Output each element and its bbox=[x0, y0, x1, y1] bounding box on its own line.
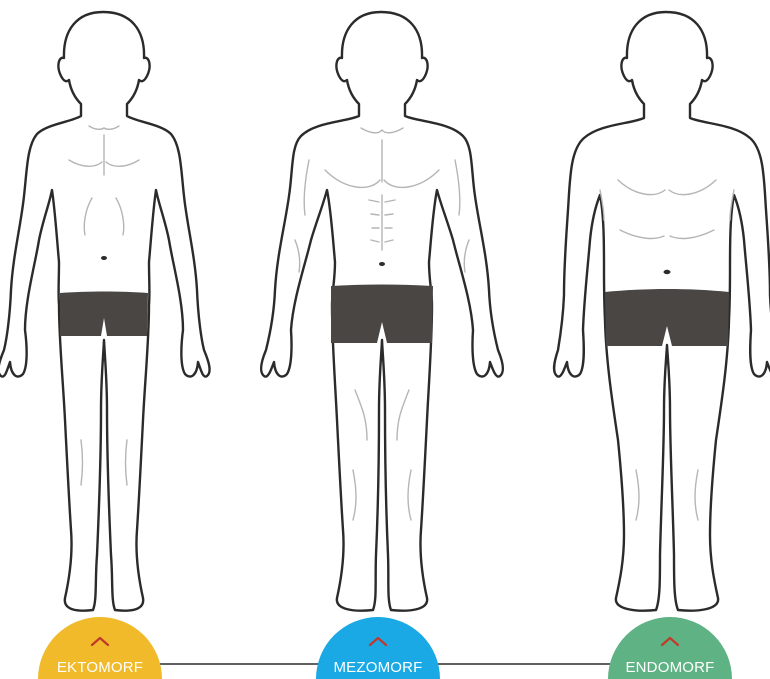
selector-endomorf[interactable]: ENDOMORF bbox=[608, 617, 732, 679]
selector-ektomorf[interactable]: EKTOMORF bbox=[38, 617, 162, 679]
figure-ektomorf-navel bbox=[101, 256, 107, 260]
figure-endomorf bbox=[554, 12, 770, 611]
figure-ektomorf bbox=[0, 12, 210, 611]
figure-mezomorf-navel bbox=[379, 262, 385, 266]
figure-mezomorf bbox=[261, 12, 503, 611]
selector-ektomorf-label: EKTOMORF bbox=[57, 659, 143, 676]
selector-mezomorf[interactable]: MEZOMORF bbox=[316, 617, 440, 679]
figure-endomorf-navel bbox=[664, 270, 671, 274]
selector-mezomorf-label: MEZOMORF bbox=[333, 659, 422, 676]
selector-endomorf-label: ENDOMORF bbox=[625, 659, 714, 676]
